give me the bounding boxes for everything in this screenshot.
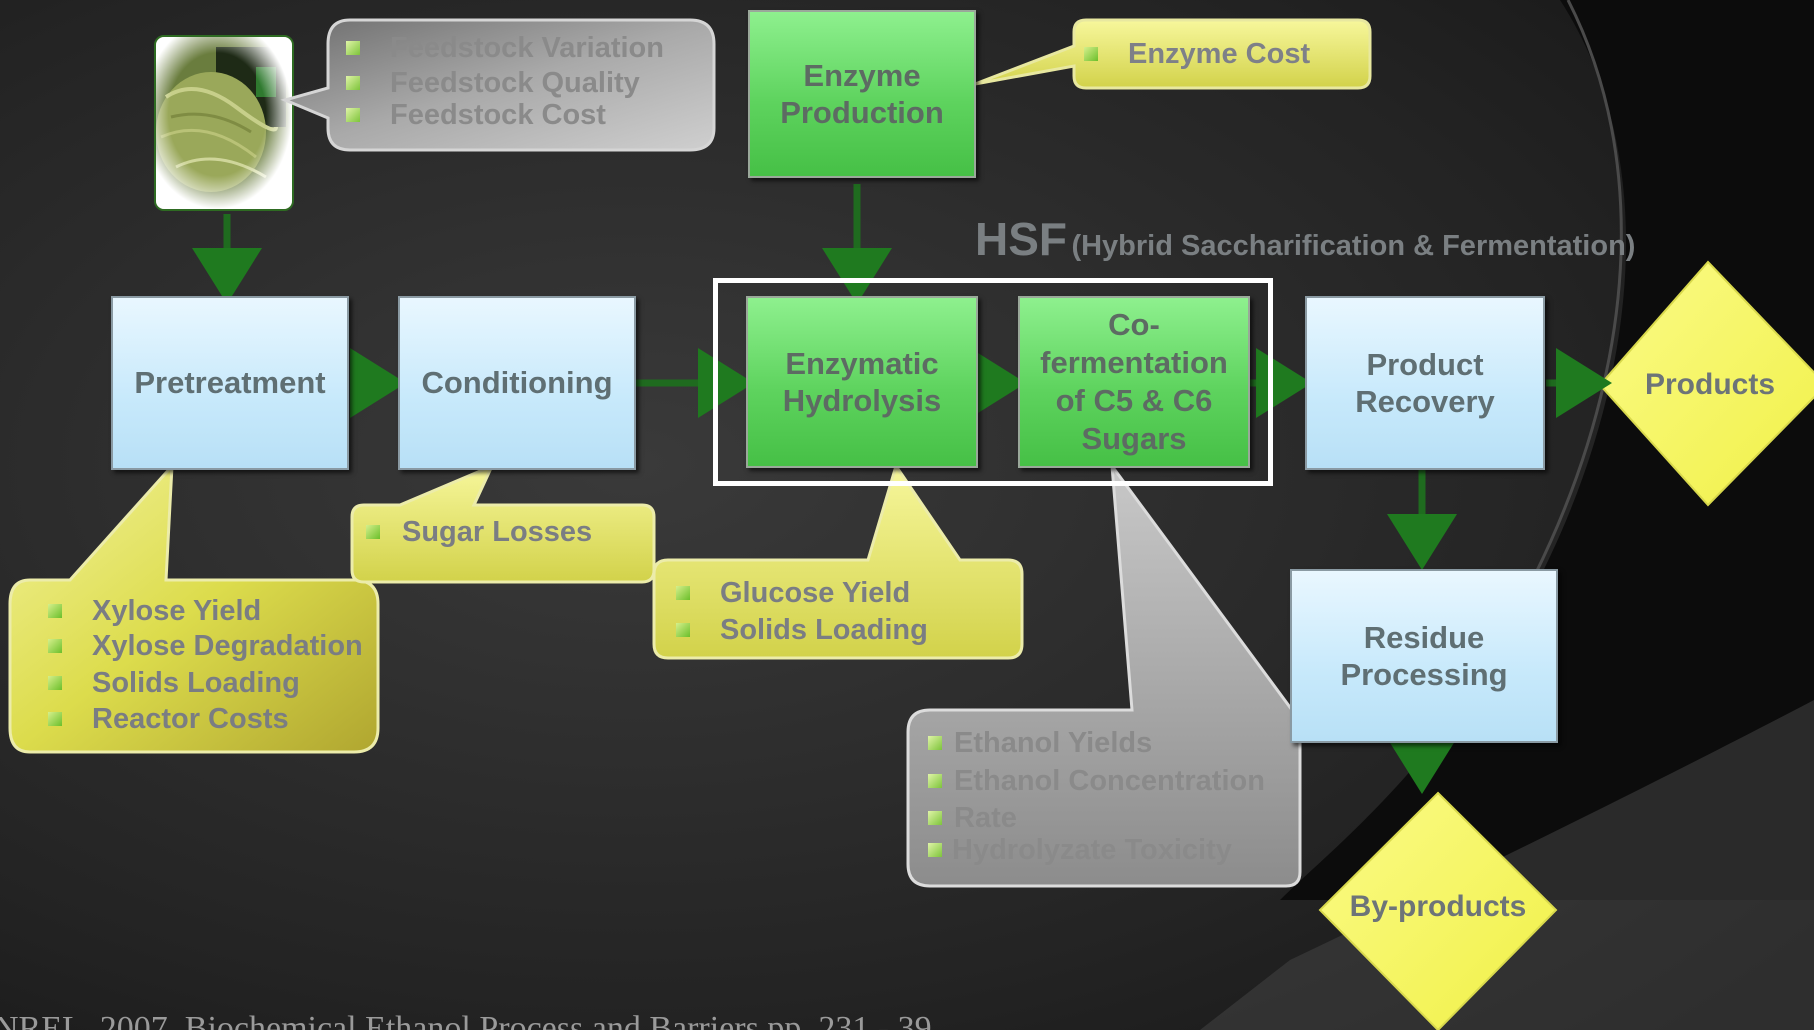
cofermentation-line-2: fermentation — [1040, 345, 1228, 381]
hydrolysis-callout: Glucose Yield Solids Loading — [676, 574, 928, 648]
bullet-icon — [48, 604, 62, 618]
conditioning-label: Conditioning — [421, 365, 613, 401]
enzyme-production-line-1: Enzyme — [803, 57, 921, 93]
hsf-title: HSF (Hybrid Saccharification & Fermentat… — [975, 212, 1635, 266]
product-recovery-line-2: Recovery — [1355, 384, 1495, 419]
enzyme-callout: Enzyme Cost — [1084, 36, 1310, 72]
list-item: Enzyme Cost — [1084, 36, 1310, 72]
byproducts-diamond — [1318, 791, 1558, 1030]
byproducts-label: By-products — [1349, 890, 1527, 923]
fermentation-callout: Ethanol Yields Ethanol Concentration Rat… — [928, 724, 1265, 865]
products-label: Products — [1644, 368, 1776, 401]
cofermentation-line-1: Co- — [1108, 307, 1160, 343]
pretreatment-callout: Xylose Yield Xylose Degradation Solids L… — [48, 594, 363, 736]
list-item: Solids Loading — [48, 664, 363, 702]
list-item: Ethanol Yields — [928, 724, 1265, 762]
bullet-icon — [1084, 47, 1098, 61]
pretreatment-label: Pretreatment — [134, 365, 326, 401]
hydrolysis-line-2: Hydrolysis — [782, 383, 942, 418]
list-item: Xylose Yield — [48, 594, 363, 628]
conditioning-box: Conditioning — [398, 296, 636, 470]
list-item: Feedstock Variation — [346, 30, 664, 66]
enzyme-callout-shape — [974, 18, 1372, 90]
list-item: Rate — [928, 800, 1265, 836]
hydrolysis-callout-shape — [652, 462, 1024, 660]
pretreatment-box: Pretreatment — [111, 296, 349, 470]
bullet-icon — [346, 76, 360, 90]
cofermentation-line-3: of C5 & C6 — [1055, 383, 1213, 418]
cofermentation-line-4: Sugars — [1081, 420, 1187, 456]
conditioning-callout: Sugar Losses — [366, 514, 592, 550]
products-diamond — [1598, 260, 1814, 507]
list-item: Glucose Yield — [676, 574, 928, 612]
bullet-icon — [346, 108, 360, 122]
list-item: Feedstock Quality — [346, 66, 664, 100]
list-item: Sugar Losses — [366, 514, 592, 550]
product-recovery-line-1: Product — [1366, 346, 1484, 382]
bullet-icon — [676, 623, 690, 637]
list-item: Xylose Degradation — [48, 628, 363, 664]
citation-footer: NREL, 2007. Biochemical Ethanol Process … — [0, 1010, 932, 1030]
bullet-icon — [366, 525, 380, 539]
bullet-icon — [48, 676, 62, 690]
bullet-icon — [48, 712, 62, 726]
hsf-frame — [713, 278, 1273, 486]
bullet-icon — [928, 811, 942, 825]
feedstock-photo — [154, 35, 294, 211]
list-item: Ethanol Concentration — [928, 762, 1265, 800]
hsf-abbr: HSF — [975, 213, 1067, 265]
residue-line-1: Residue — [1363, 619, 1485, 655]
feedstock-callout: Feedstock Variation Feedstock Quality Fe… — [346, 30, 664, 130]
hydrolysis-line-1: Enzymatic — [785, 345, 939, 381]
list-item: Feedstock Cost — [346, 100, 664, 130]
list-item: Solids Loading — [676, 612, 928, 648]
enzyme-production-line-2: Production — [780, 95, 944, 130]
conditioning-callout-shape — [350, 463, 656, 584]
residue-line-2: Processing — [1340, 657, 1508, 692]
feedstock-callout-shape — [280, 18, 716, 152]
list-item: Reactor Costs — [48, 702, 363, 736]
bullet-icon — [346, 41, 360, 55]
bullet-icon — [48, 639, 62, 653]
bullet-icon — [928, 736, 942, 750]
hsf-full: (Hybrid Saccharification & Fermentation) — [1071, 230, 1636, 262]
list-item: Hydrolyzate Toxicity — [928, 836, 1265, 865]
bullet-icon — [928, 843, 942, 857]
bullet-icon — [676, 586, 690, 600]
bullet-icon — [928, 774, 942, 788]
